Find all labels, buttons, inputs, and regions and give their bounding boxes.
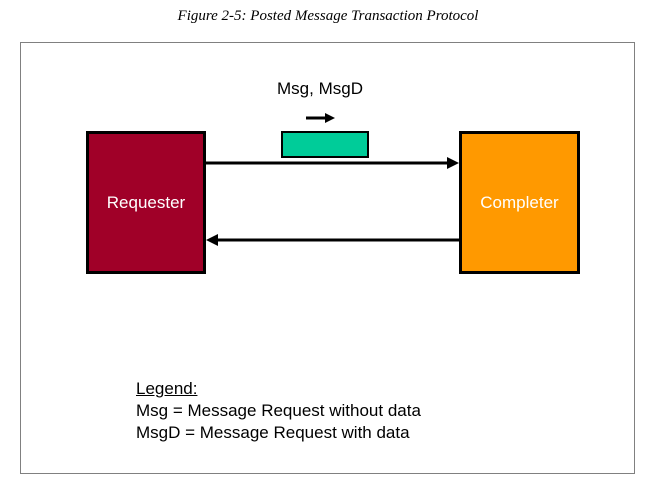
return-arrow	[206, 234, 459, 246]
legend: Legend: Msg = Message Request without da…	[136, 378, 421, 444]
completer-box: Completer	[459, 131, 580, 274]
legend-title: Legend:	[136, 379, 198, 398]
figure-caption: Figure 2-5: Posted Message Transaction P…	[177, 8, 479, 24]
requester-label: Requester	[106, 192, 186, 212]
message-packet	[281, 131, 369, 158]
request-arrow	[206, 157, 459, 169]
diagram-frame	[20, 42, 635, 474]
completer-label: Completer	[480, 192, 559, 212]
packet-direction-arrow-icon	[306, 113, 335, 123]
requester-box: Requester	[86, 131, 206, 274]
legend-item-msgd: MsgD = Message Request with data	[136, 423, 410, 442]
legend-item-msg: Msg = Message Request without data	[136, 401, 421, 420]
message-label: Msg, MsgD	[277, 79, 363, 98]
